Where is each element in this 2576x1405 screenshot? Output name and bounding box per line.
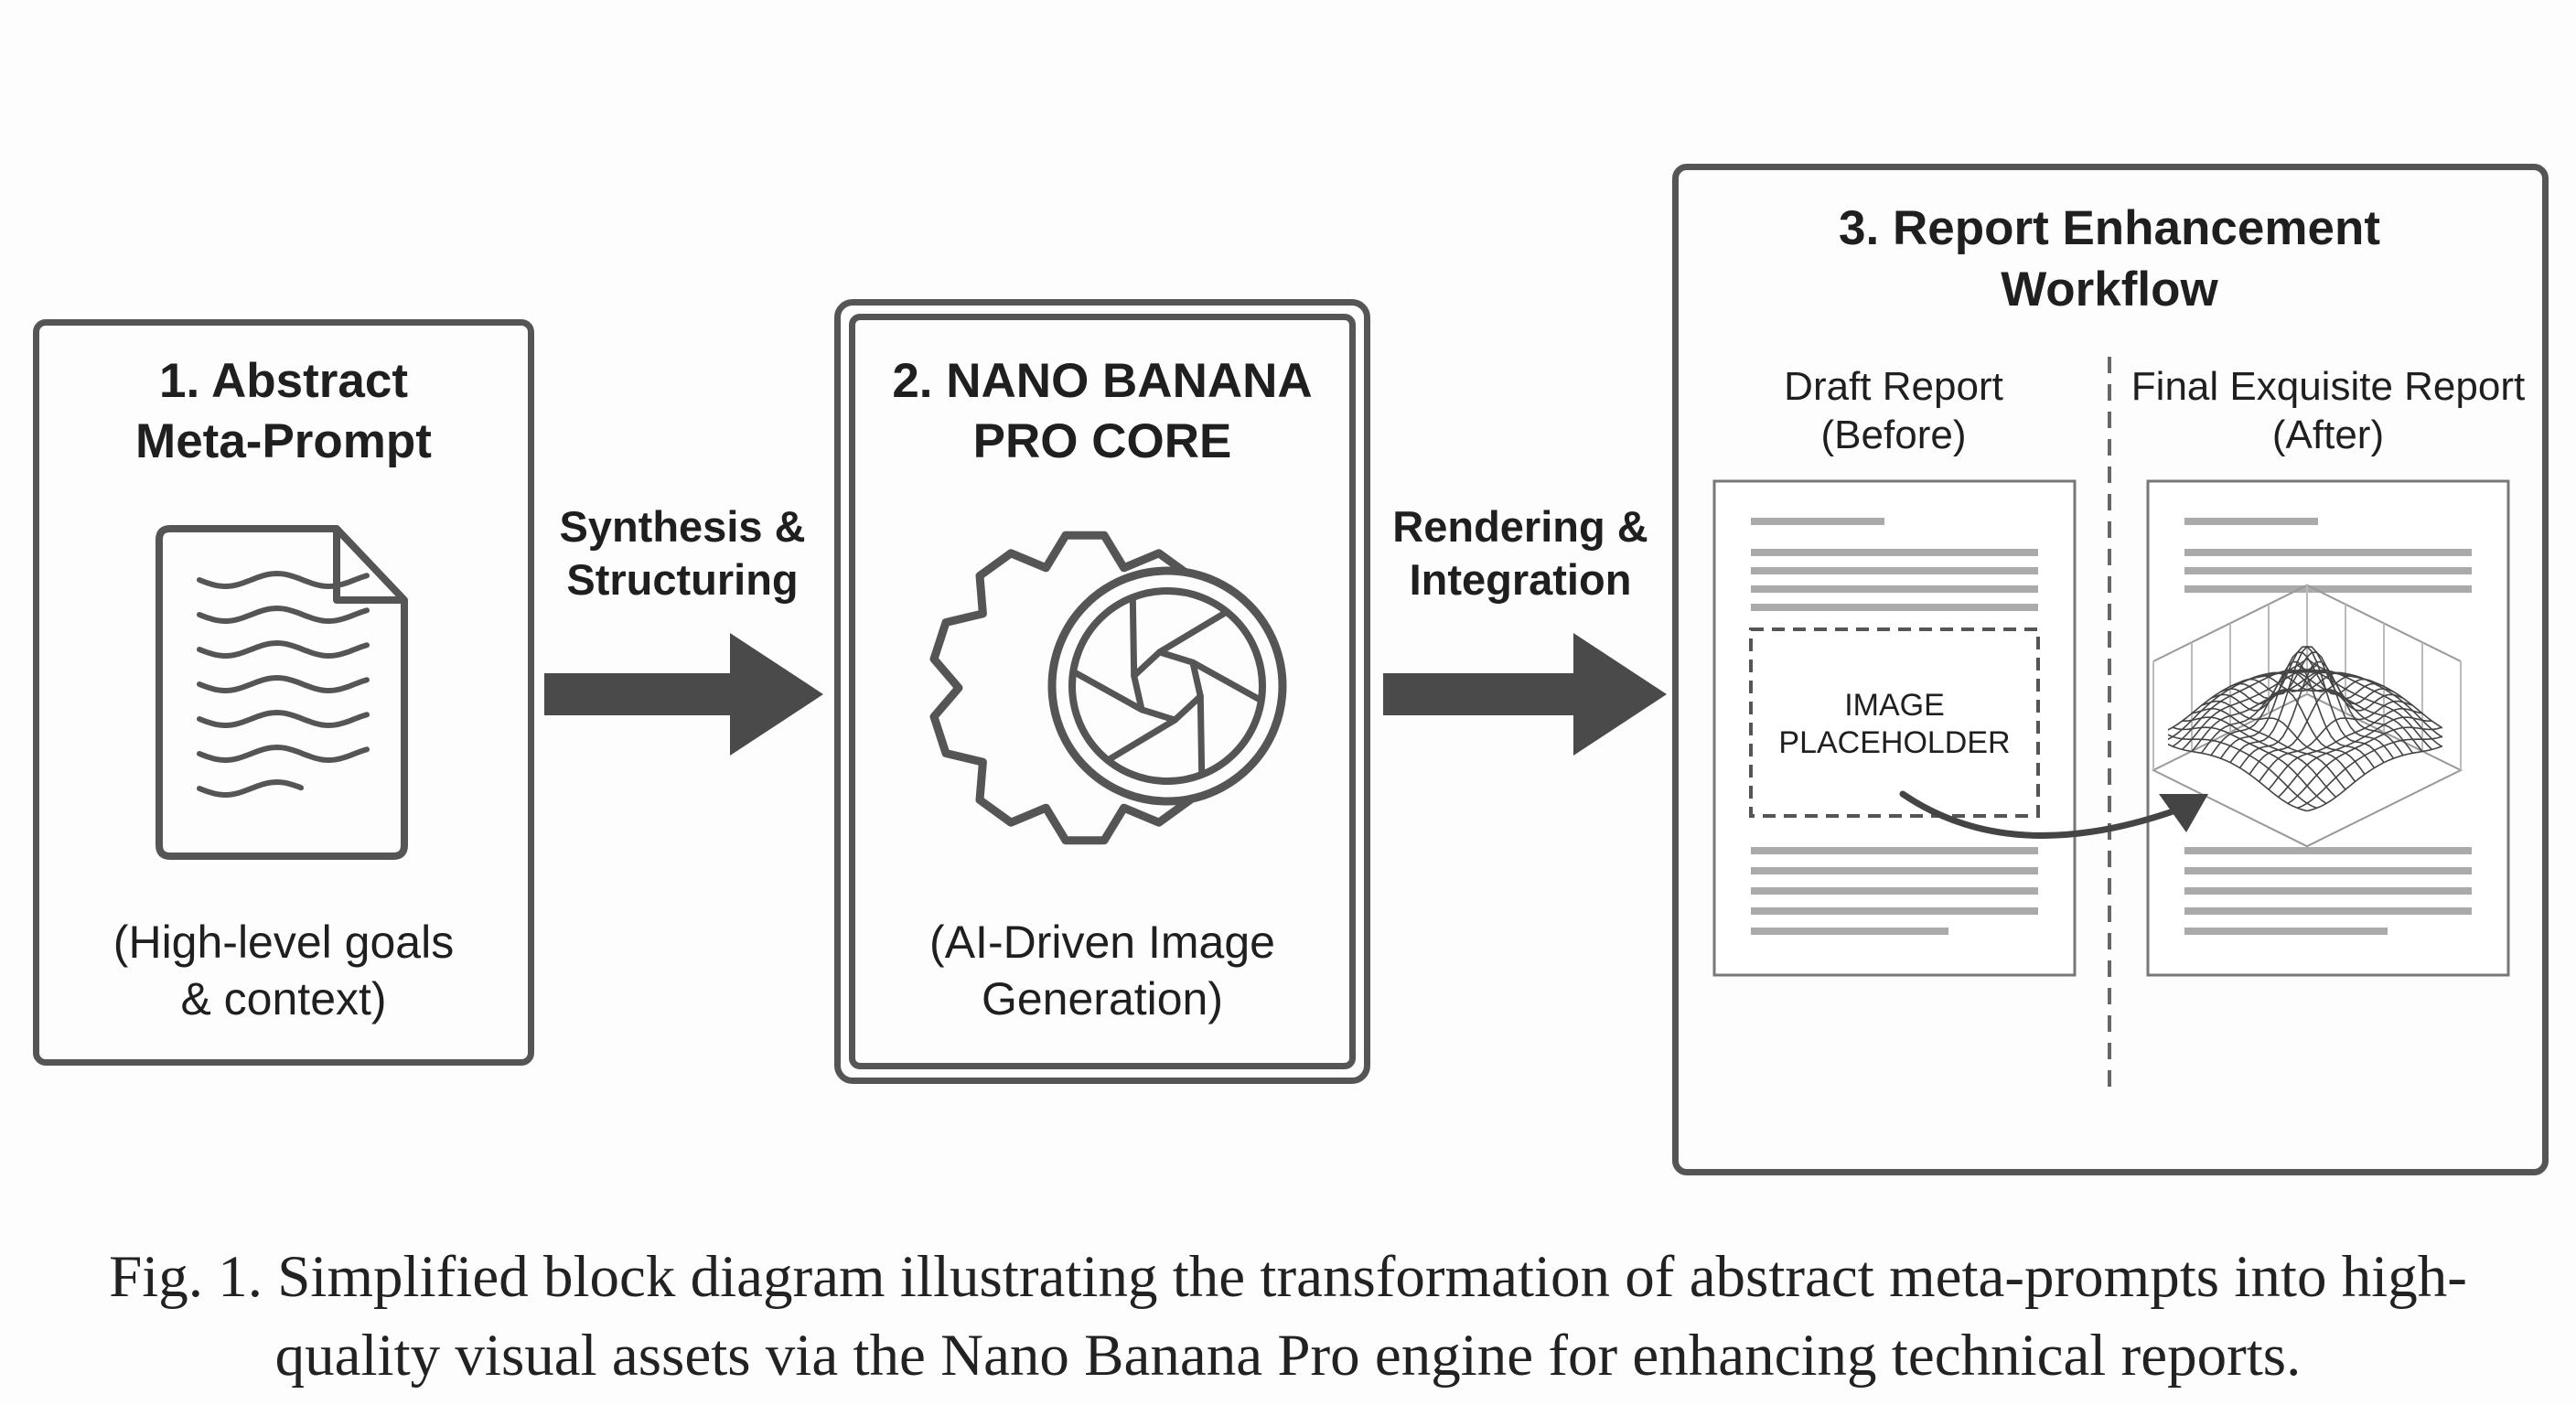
- surface-mesh-line: [2168, 743, 2308, 812]
- surface-mesh-line: [2297, 735, 2442, 810]
- aperture-blade: [1189, 659, 1265, 704]
- aperture-blade: [1171, 692, 1206, 778]
- draft-report-page: [1712, 479, 2077, 977]
- surface-mesh-line: [2229, 646, 2385, 764]
- aperture-blade: [1104, 706, 1178, 764]
- plot-grid-line: [2191, 642, 2423, 752]
- surface-mesh-line: [2168, 734, 2317, 810]
- stage1-title-line2: Meta-Prompt: [135, 414, 432, 468]
- draft-report-label-line1: Draft Report: [1784, 364, 2003, 409]
- surface-mesh-line: [2210, 690, 2366, 775]
- placeholder-text-line2: PLACEHOLDER: [1778, 725, 2011, 760]
- stage1-subtitle-line2: & context): [180, 973, 387, 1024]
- arrow1-shape: [544, 633, 823, 756]
- aperture-blade: [1129, 594, 1164, 680]
- plot-grid-line: [2268, 604, 2346, 713]
- surface-mesh-line: [2238, 660, 2394, 768]
- plot-grid-line: [2229, 623, 2385, 733]
- transfer-arrow: [1899, 790, 2208, 839]
- image-placeholder-box: [1749, 627, 2040, 818]
- document-text-wave: [197, 639, 370, 660]
- surface-mesh-line: [2201, 700, 2356, 782]
- arrow2-shape: [1383, 633, 1667, 756]
- stage3-title-line2: Workflow: [2001, 263, 2218, 316]
- final-report-label-line2: (After): [2271, 413, 2385, 457]
- surface-mesh-line: [2249, 690, 2404, 775]
- document-text-wave: [197, 570, 370, 590]
- draft-report-label-line2: (Before): [1820, 413, 1967, 457]
- placeholder-text-line1: IMAGE: [1844, 688, 1945, 723]
- surface-mesh-line: [2306, 745, 2442, 812]
- surface-mesh-line: [2277, 716, 2432, 798]
- stage2-subtitle-line2: Generation): [981, 973, 1224, 1024]
- gear-aperture-icon: [929, 531, 1287, 845]
- stage1-title-line1: 1. Abstract: [159, 354, 408, 408]
- stage2-title-line1: 2. NANO BANANA: [892, 354, 1313, 408]
- document-icon: [156, 525, 408, 860]
- stage1-abstract-meta-prompt-block: [33, 319, 534, 1066]
- surface-mesh-line: [2182, 716, 2337, 798]
- document-text-wave: [197, 709, 370, 729]
- arrow1-label-line1: Synthesis &: [559, 502, 806, 551]
- final-report-page: [2146, 479, 2510, 977]
- plot-grid-line: [2152, 661, 2462, 770]
- stage2-subtitle-line1: (AI-Driven Image: [929, 917, 1275, 968]
- surface-mesh-line: [2191, 707, 2346, 790]
- stage1-subtitle-line1: (High-level goals: [113, 917, 455, 968]
- document-text-wave: [197, 744, 370, 764]
- surface-mesh-line: [2258, 700, 2413, 782]
- surface-mesh-line: [2172, 726, 2327, 805]
- arrow1-label-line2: Structuring: [566, 555, 799, 604]
- figure-caption-line1: Fig. 1. Simplified block diagram illustr…: [109, 1244, 2467, 1310]
- document-text-wave: [197, 674, 370, 694]
- aperture-blade: [1069, 668, 1145, 713]
- document-text-wave: [197, 778, 304, 798]
- surface-mesh-line: [2220, 660, 2376, 768]
- surface-plot-icon: [2151, 584, 2463, 848]
- surface-mesh-line: [2287, 726, 2442, 805]
- surface-mesh-line: [2268, 707, 2423, 790]
- aperture-blade: [1156, 608, 1230, 666]
- document-text-wave: [197, 605, 370, 625]
- stage2-title-line2: PRO CORE: [972, 414, 1232, 468]
- arrow2-label-line2: Integration: [1409, 555, 1632, 604]
- stage3-title-line1: 3. Report Enhancement: [1839, 201, 2380, 255]
- final-report-label-line1: Final Exquisite Report: [2131, 364, 2526, 409]
- figure-caption-line2: quality visual assets via the Nano Banan…: [274, 1323, 2302, 1389]
- arrow2-label-line1: Rendering &: [1392, 502, 1648, 551]
